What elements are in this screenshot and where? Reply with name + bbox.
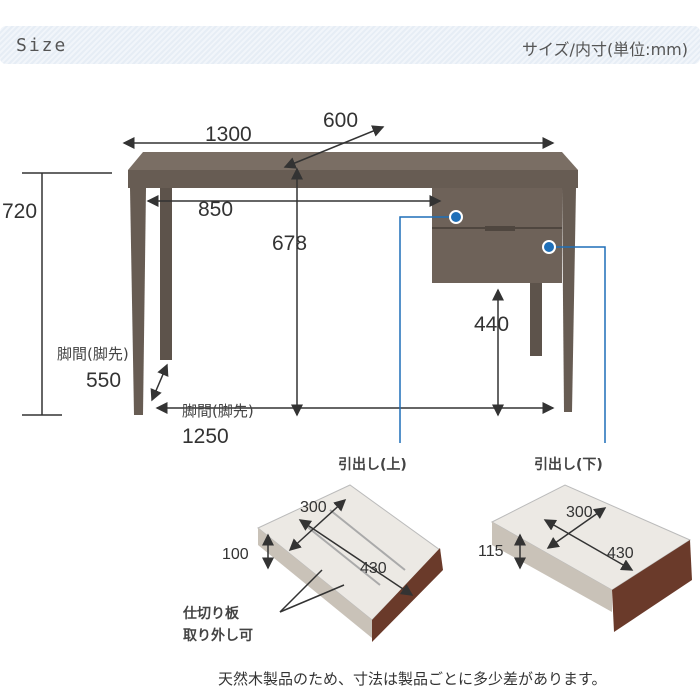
upper-drawer-marker [449, 210, 463, 224]
leg-span-width-label: 脚間(脚先) [182, 402, 254, 420]
desk-illustration [128, 152, 578, 415]
section-header: Size サイズ/内寸(単位:mm) [0, 26, 700, 64]
upper-drawer-width: 300 [300, 499, 327, 516]
inner-width: 850 [198, 198, 233, 221]
lower-drawer-width: 300 [566, 504, 593, 521]
desk-height: 720 [2, 200, 37, 223]
divider-note-line1: 仕切り板 [182, 605, 240, 622]
unit-label: サイズ/内寸(単位:mm) [522, 40, 688, 59]
desk-depth: 600 [323, 109, 358, 132]
section-title: Size [16, 35, 68, 56]
divider-note-line2: 取り外し可 [183, 627, 253, 644]
lower-drawer-height: 115 [478, 543, 504, 560]
leg-span-depth: 550 [86, 369, 121, 392]
drawer-clearance: 440 [474, 313, 509, 336]
upper-drawer-label: 引出し(上) [338, 456, 407, 473]
leg-span-width: 1250 [182, 425, 229, 448]
knee-height: 678 [272, 232, 307, 255]
drawer-callout-lines [399, 216, 606, 443]
footnote: 天然木製品のため、寸法は製品ごとに多少差があります。 [218, 670, 607, 688]
upper-drawer-height: 100 [222, 546, 249, 563]
upper-drawer-illustration [257, 484, 443, 642]
desk-width: 1300 [205, 123, 252, 146]
lower-drawer-depth: 430 [607, 545, 634, 562]
lower-drawer-marker [542, 240, 556, 254]
leg-span-depth-label: 脚間(脚先) [57, 345, 129, 363]
upper-drawer-depth: 430 [360, 560, 387, 577]
lower-drawer-label: 引出し(下) [534, 456, 603, 473]
